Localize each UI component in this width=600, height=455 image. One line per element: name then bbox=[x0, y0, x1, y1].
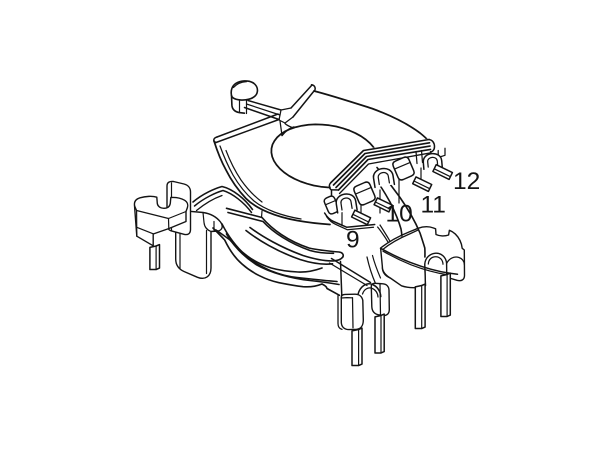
svg-text:12: 12 bbox=[453, 168, 480, 195]
svg-text:9: 9 bbox=[346, 227, 360, 254]
svg-text:11: 11 bbox=[421, 192, 446, 219]
svg-text:10: 10 bbox=[386, 201, 413, 228]
